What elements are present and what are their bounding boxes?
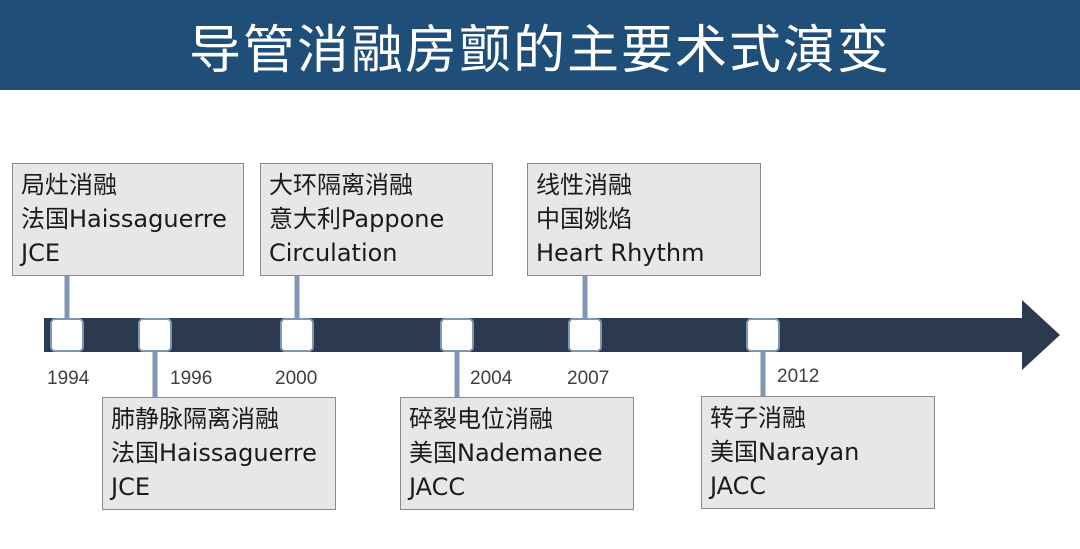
- event-journal: JACC: [409, 473, 466, 501]
- event-author: 美国Nademanee: [409, 439, 603, 467]
- event-technique: 转子消融: [710, 404, 806, 432]
- marker-1994: [50, 318, 84, 352]
- event-technique: 大环隔离消融: [269, 171, 413, 199]
- event-journal: JCE: [21, 239, 60, 267]
- year-label-1996: 1996: [170, 368, 213, 389]
- event-technique: 局灶消融: [21, 171, 117, 199]
- event-journal: Circulation: [269, 239, 398, 267]
- marker-2004: [440, 318, 474, 352]
- year-label-2007: 2007: [567, 368, 610, 389]
- marker-2007: [568, 318, 602, 352]
- event-technique: 碎裂电位消融: [409, 405, 553, 433]
- event-box-1994: 局灶消融 法国Haissaguerre JCE: [12, 163, 244, 276]
- marker-1996: [138, 318, 172, 352]
- event-box-1996: 肺静脉隔离消融 法国Haissaguerre JCE: [102, 397, 336, 510]
- marker-2012: [746, 318, 780, 352]
- timeline-arrow: [44, 300, 1060, 370]
- event-author: 意大利Pappone: [269, 205, 445, 233]
- event-journal: JCE: [111, 473, 150, 501]
- event-journal: JACC: [710, 472, 767, 500]
- event-box-2004: 碎裂电位消融 美国Nademanee JACC: [400, 397, 634, 510]
- event-author: 法国Haissaguerre: [21, 205, 227, 233]
- title-banner: 导管消融房颤的主要术式演变: [0, 0, 1080, 90]
- event-author: 中国姚焰: [536, 205, 632, 233]
- year-label-2004: 2004: [470, 368, 513, 389]
- event-author: 法国Haissaguerre: [111, 439, 317, 467]
- year-label-2000: 2000: [275, 368, 318, 389]
- marker-2000: [280, 318, 314, 352]
- event-box-2012: 转子消融 美国Narayan JACC: [701, 396, 935, 509]
- year-label-2012: 2012: [777, 366, 820, 387]
- event-box-2007: 线性消融 中国姚焰 Heart Rhythm: [527, 163, 761, 276]
- event-technique: 线性消融: [536, 171, 632, 199]
- event-journal: Heart Rhythm: [536, 239, 705, 267]
- event-box-2000: 大环隔离消融 意大利Pappone Circulation: [260, 163, 493, 276]
- page-title: 导管消融房颤的主要术式演变: [188, 20, 891, 81]
- event-author: 美国Narayan: [710, 438, 860, 466]
- year-label-1994: 1994: [47, 368, 90, 389]
- event-technique: 肺静脉隔离消融: [111, 405, 279, 433]
